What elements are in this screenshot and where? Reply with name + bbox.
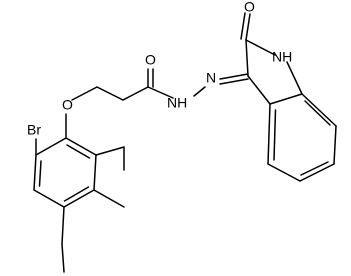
ring-bond — [245, 39, 249, 77]
lactam-carbonyl-bond — [245, 13, 251, 41]
indole-nh-label: NH — [272, 49, 292, 65]
co-bond — [122, 86, 149, 101]
ether-oxygen-label: O — [62, 97, 73, 113]
amide-oxygen-label: O — [145, 52, 156, 68]
ring-bond — [247, 75, 271, 105]
ring-bond — [63, 189, 95, 208]
ring-bond — [333, 125, 337, 165]
methyl-bond — [61, 206, 65, 245]
ring-bond — [33, 189, 65, 208]
methyl-bond — [61, 243, 65, 273]
ring-double-bond — [38, 160, 42, 187]
benzo-ring — [267, 93, 337, 182]
amide-nh-label: NH — [167, 95, 187, 111]
ring-double-bond — [304, 100, 331, 126]
ring-bond — [267, 103, 271, 165]
aryl-ring — [33, 137, 97, 208]
ring-bond — [299, 163, 335, 182]
ring-double-bond — [63, 186, 90, 202]
ring-bond — [301, 93, 337, 127]
ring-bond — [286, 61, 303, 95]
ring-bond — [269, 93, 303, 105]
co-n-bond — [147, 86, 174, 99]
ring-bond — [65, 137, 97, 156]
ring-bond — [245, 39, 276, 56]
bromine-label: Br — [27, 122, 41, 138]
o-ch2-bond — [71, 86, 98, 101]
nn-bond — [193, 86, 206, 97]
oxindole-ring — [245, 39, 303, 105]
imine-bond — [219, 73, 249, 80]
ch2-co-bond — [96, 86, 124, 101]
ring-double-bond — [300, 161, 329, 176]
ring-double-bond — [273, 109, 277, 161]
imine-double-bond — [219, 78, 249, 85]
imine-n-label: N — [206, 70, 216, 86]
lactam-carbonyl-double-bond — [240, 12, 246, 40]
ring-double-bond — [66, 144, 91, 159]
ring-bond — [93, 154, 97, 191]
ring-bond — [35, 137, 67, 156]
ring-bond — [267, 163, 301, 182]
methyl-bond — [95, 146, 125, 156]
ring-bond — [33, 154, 37, 191]
methyl-bond — [93, 189, 125, 208]
lactam-oxygen-label: O — [244, 0, 255, 15]
